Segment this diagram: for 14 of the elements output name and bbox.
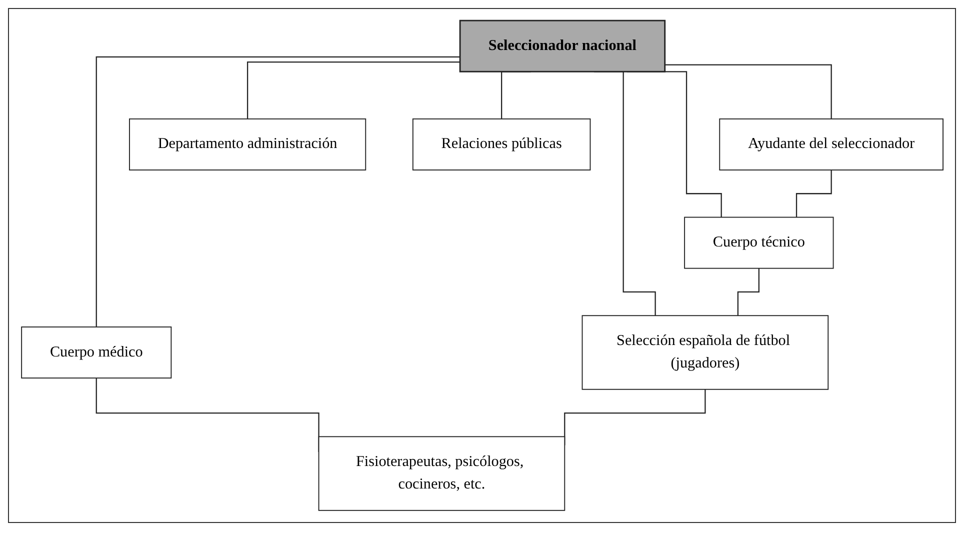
- node-box: [581, 315, 828, 390]
- connector: [664, 64, 832, 119]
- connector: [96, 56, 460, 327]
- connector: [737, 268, 760, 316]
- connector: [246, 62, 460, 119]
- node-box: [718, 118, 944, 170]
- node-box: [128, 118, 366, 170]
- node-box: [318, 436, 565, 511]
- connector: [796, 169, 832, 218]
- frame: Seleccionador nacional Ayudante del seleccionador Cuerpo médico Cuerpo técnico Departamento administración Relaciones públicas Selección española de fútbol (jugadores) Fisioterapeutas, psicólogos, cocineros, etc.: [8, 8, 956, 523]
- node-box: [459, 20, 666, 72]
- node-box: [20, 326, 172, 378]
- node-box: [412, 118, 590, 170]
- node-box: [684, 216, 834, 269]
